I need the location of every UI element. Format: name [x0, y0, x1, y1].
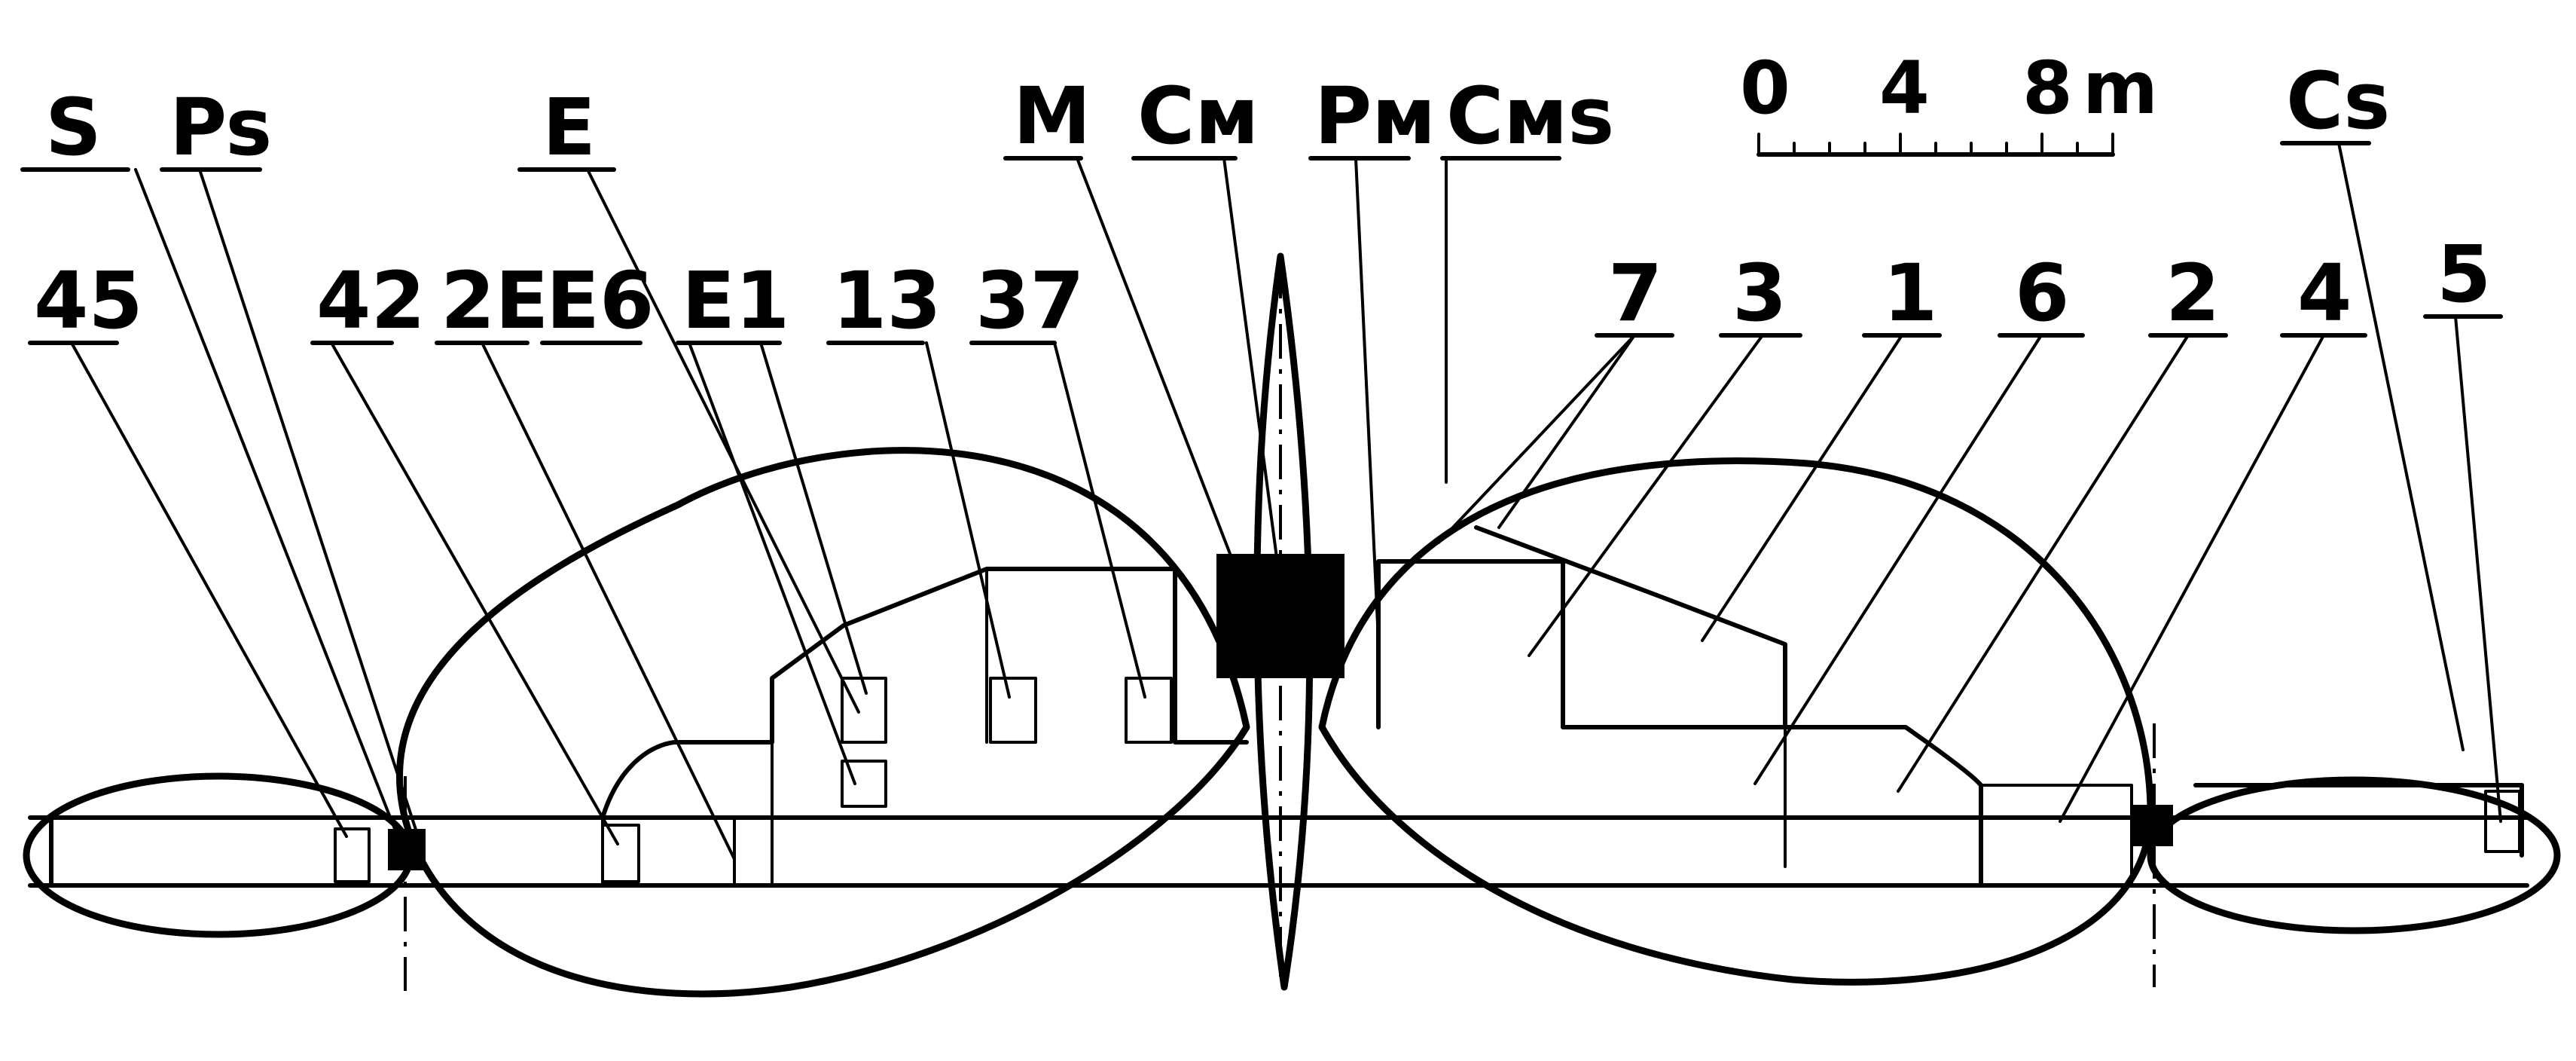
label-7: 7 [1608, 247, 1662, 339]
left-small-lobe [23, 772, 414, 938]
label-2E: 2E [441, 255, 548, 347]
label-Pm: Pм [1314, 70, 1436, 162]
scale-unit: m [2083, 46, 2158, 130]
label-2: 2 [2165, 247, 2220, 339]
left-arched-roof [600, 567, 1249, 820]
label-Cm: Cм [1137, 70, 1259, 162]
label-E1: E1 [682, 255, 789, 347]
box-e-a [841, 677, 887, 744]
left-large-lobe [396, 447, 1250, 998]
label-E6: E6 [546, 255, 654, 347]
label-Cs: Cs [2286, 55, 2390, 147]
label-underlines [20, 141, 2503, 345]
box-45 [334, 827, 371, 883]
box-13 [989, 677, 1037, 744]
right-small-lobe [2147, 776, 2561, 934]
box-e-b [841, 760, 887, 808]
label-42: 42 [316, 255, 426, 347]
label-3: 3 [1732, 247, 1787, 339]
label-Cms: Cмs [1446, 70, 1614, 162]
label-1: 1 [1883, 247, 1937, 339]
leader-lines [70, 142, 2502, 861]
label-E: E [542, 81, 596, 173]
box-37 [1125, 677, 1173, 744]
scale-tick-8: 8 [2022, 46, 2073, 130]
box-4-room [1979, 784, 2133, 887]
label-45: 45 [34, 255, 143, 347]
right-roof-profile [1376, 525, 1787, 729]
scale-tick-0: 0 [1740, 46, 1790, 130]
label-13: 13 [832, 255, 942, 347]
scale-minor-ticks [1757, 133, 2114, 156]
right-large-lobe [1318, 457, 2154, 986]
central-lens [1253, 252, 1314, 991]
label-S: S [45, 81, 102, 173]
label-Ps: Ps [169, 81, 272, 173]
right-pillar-block [2132, 805, 2173, 846]
box-5 [2484, 790, 2521, 853]
label-5: 5 [2437, 228, 2491, 320]
label-6: 6 [2015, 247, 2069, 339]
scale-bar: 0 4 8 m [1740, 46, 2158, 157]
right-step-profile [1783, 725, 1983, 888]
box-42 [601, 824, 640, 883]
label-M: M [1013, 70, 1091, 162]
label-37: 37 [975, 255, 1085, 347]
scale-tick-4: 4 [1879, 46, 1930, 130]
label-4: 4 [2297, 247, 2352, 339]
